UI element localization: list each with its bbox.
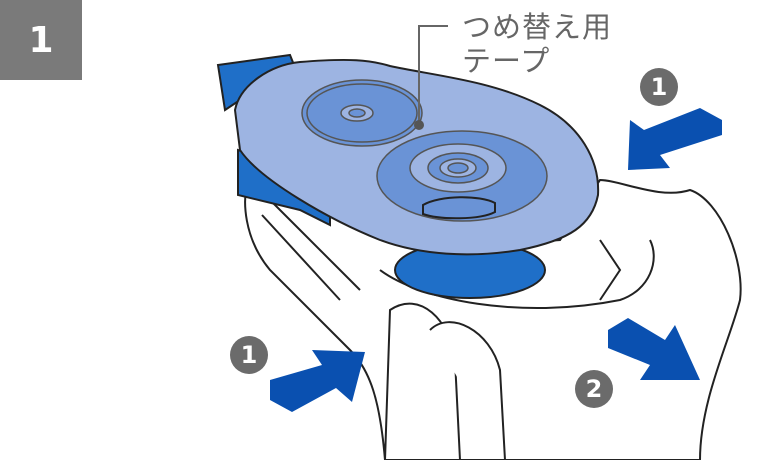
press-arrow-left: [270, 350, 365, 412]
pull-arrow: [608, 318, 700, 380]
step-number-badge: 1: [0, 0, 82, 80]
callout-1-right: 1: [640, 68, 678, 106]
callout-1-left: 1: [230, 336, 268, 374]
label-leader-line: [414, 25, 448, 130]
callout-2: 2: [575, 370, 613, 408]
tape-reels: [301, 79, 548, 222]
label-line-1: つめ替え用: [462, 10, 613, 44]
label-line-2: テープ: [462, 44, 551, 78]
press-arrow-right: [628, 108, 722, 170]
refill-tape-label: つめ替え用 テープ: [462, 10, 612, 78]
direction-arrows: [270, 108, 722, 412]
